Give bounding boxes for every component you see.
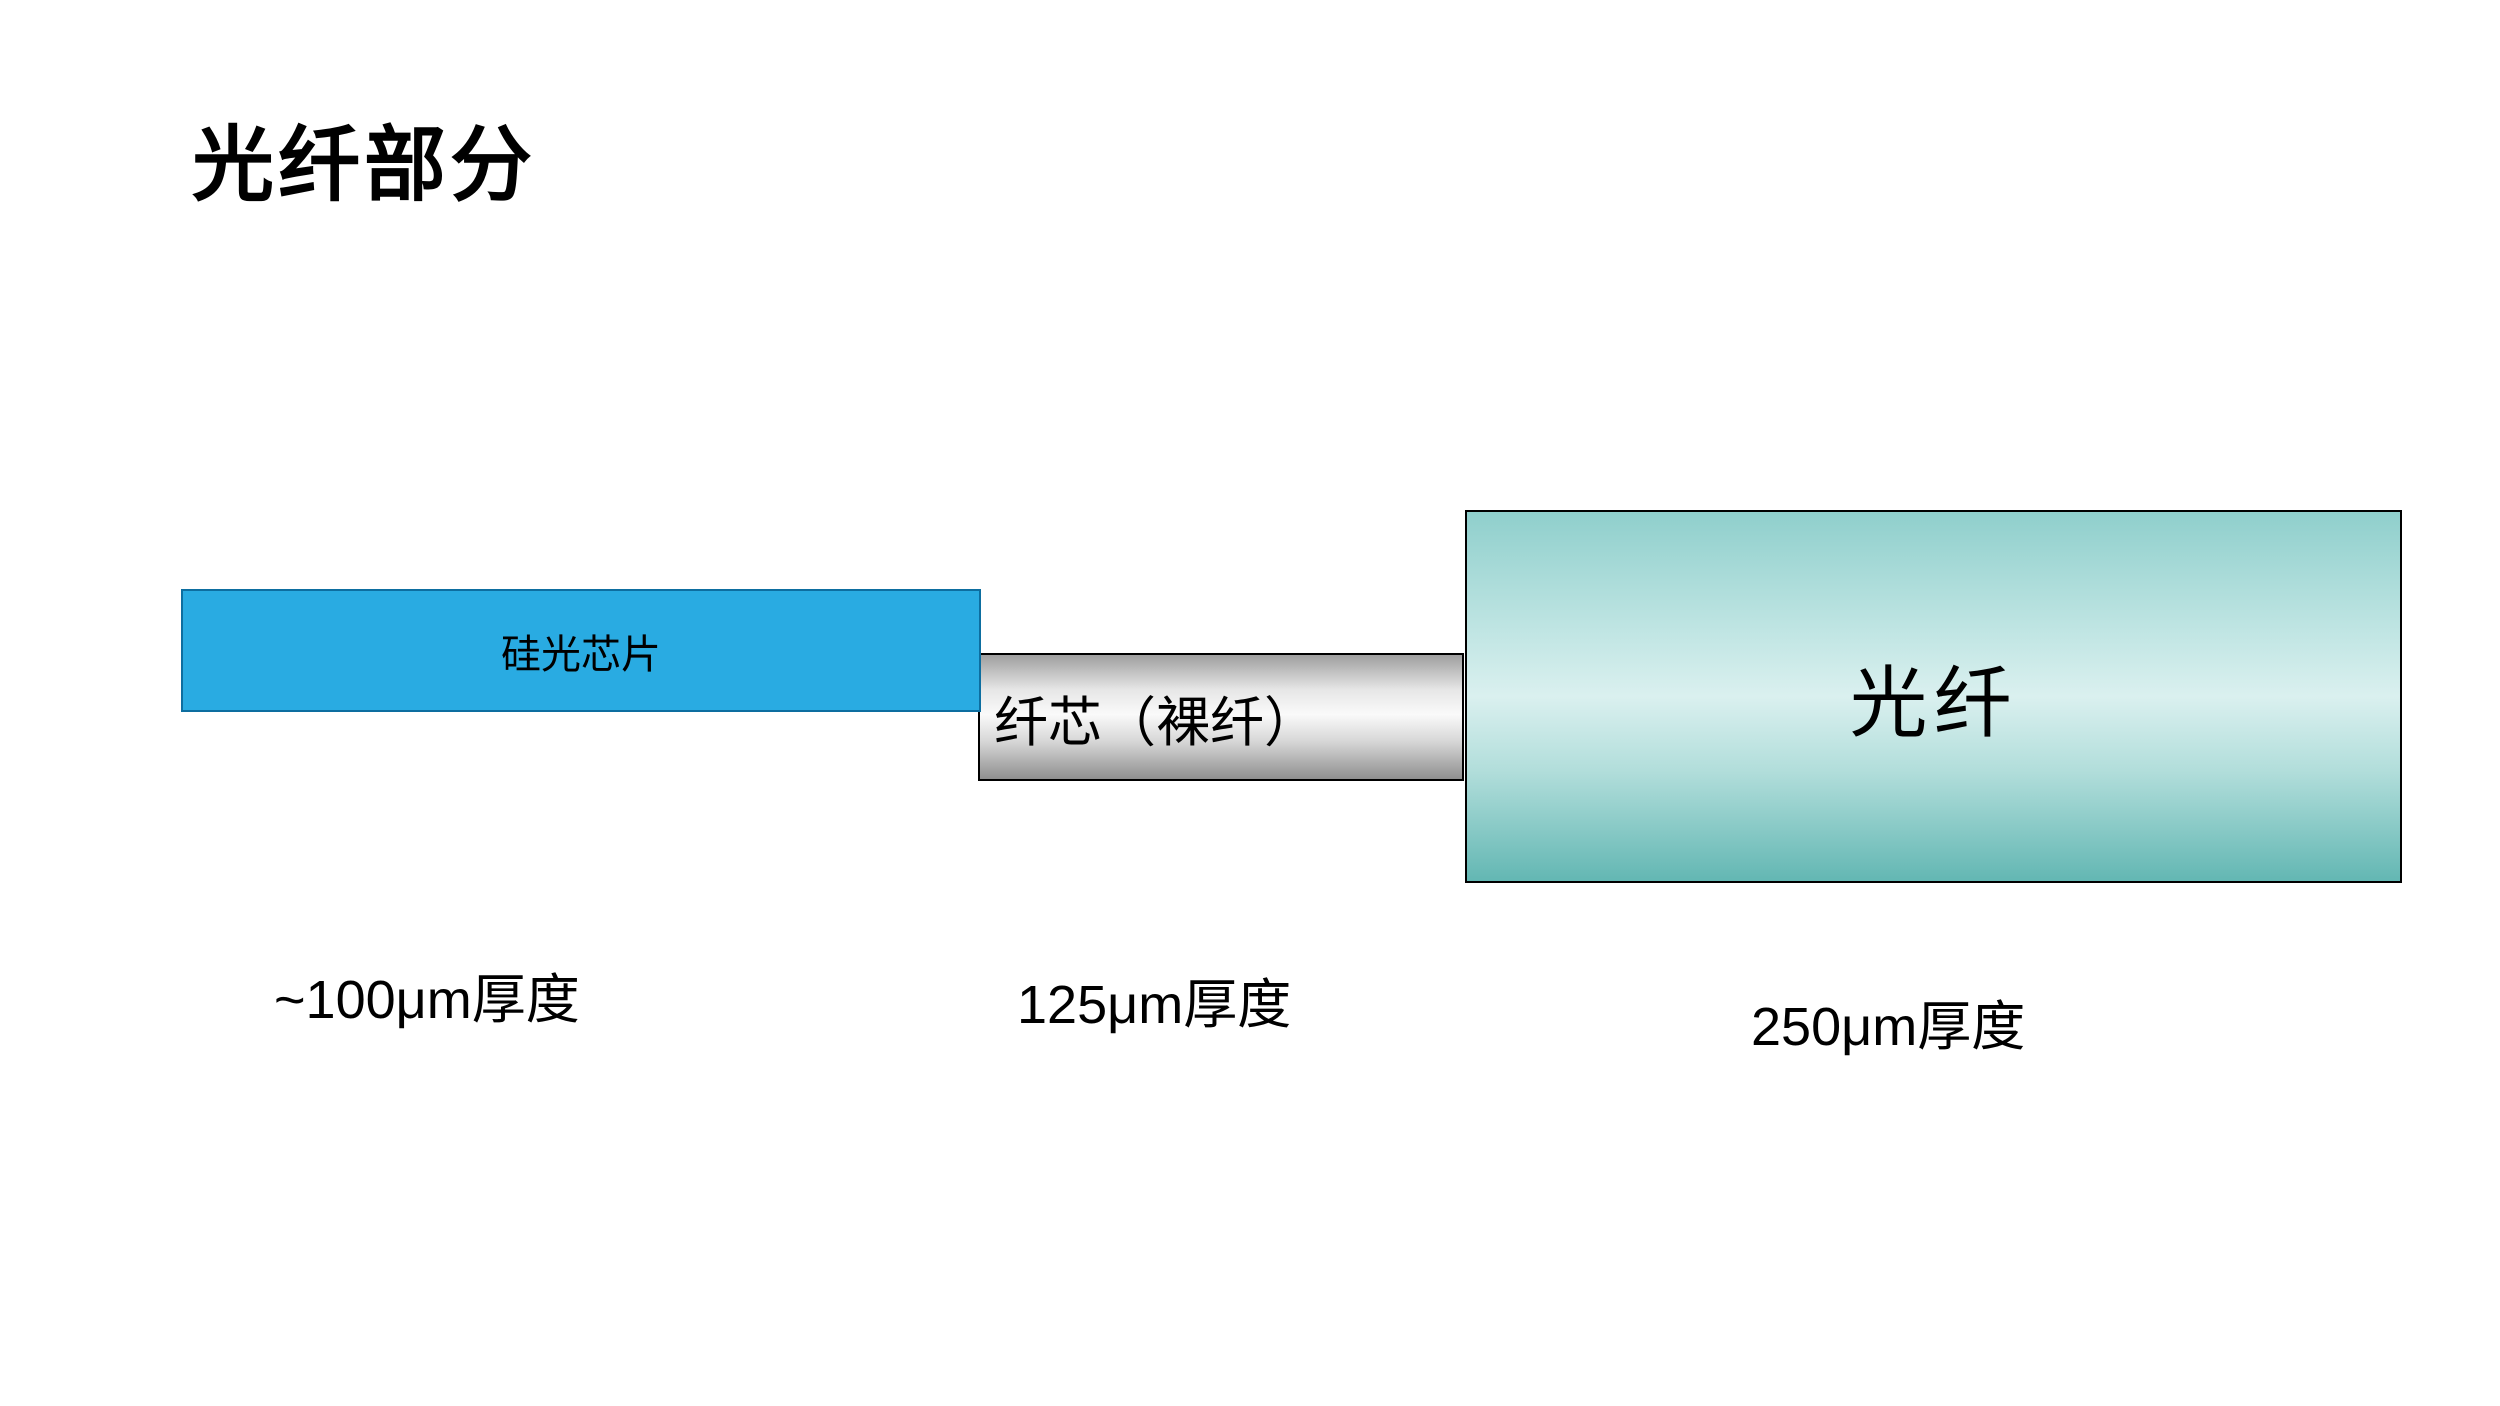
chip-thickness-label: ~100μm厚度 [274,970,580,1030]
silicon-photonic-chip-rect: 硅光芯片 [181,589,981,712]
optical-fiber-label: 光纤 [1849,658,2018,747]
silicon-photonic-chip-label: 硅光芯片 [501,632,661,677]
core-thickness-label: 125μm厚度 [1017,975,1292,1035]
optical-fiber-rect: 光纤 [1465,510,2402,883]
page-title: 光纤部分 [192,120,537,211]
fiber-core-rect: 纤芯（裸纤） [978,653,1464,781]
fiber-core-label: 纤芯（裸纤） [994,692,1318,753]
fiber-thickness-label: 250μm厚度 [1751,997,2026,1057]
